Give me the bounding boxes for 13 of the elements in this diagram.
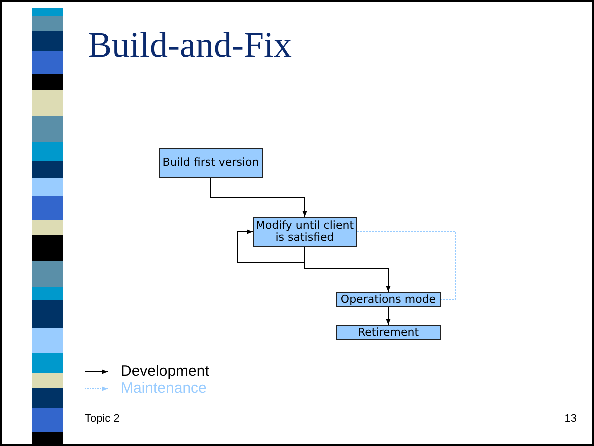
footer-text: Topic 2 (85, 413, 120, 425)
process-box: Modify until client is satisfied (253, 217, 357, 247)
process-box: Operations mode (336, 292, 441, 307)
process-box: Build first version (159, 148, 263, 178)
legend-label: Maintenance (121, 380, 207, 397)
process-box: Retirement (336, 325, 441, 340)
connector-arrow (238, 230, 306, 264)
legend-label: Development (121, 363, 210, 380)
slide-title: Build-and-Fix (88, 24, 292, 66)
connector-arrow (304, 246, 391, 292)
connector-arrow (386, 306, 391, 326)
connector-arrow (210, 178, 308, 218)
page-number: 13 (564, 413, 577, 425)
